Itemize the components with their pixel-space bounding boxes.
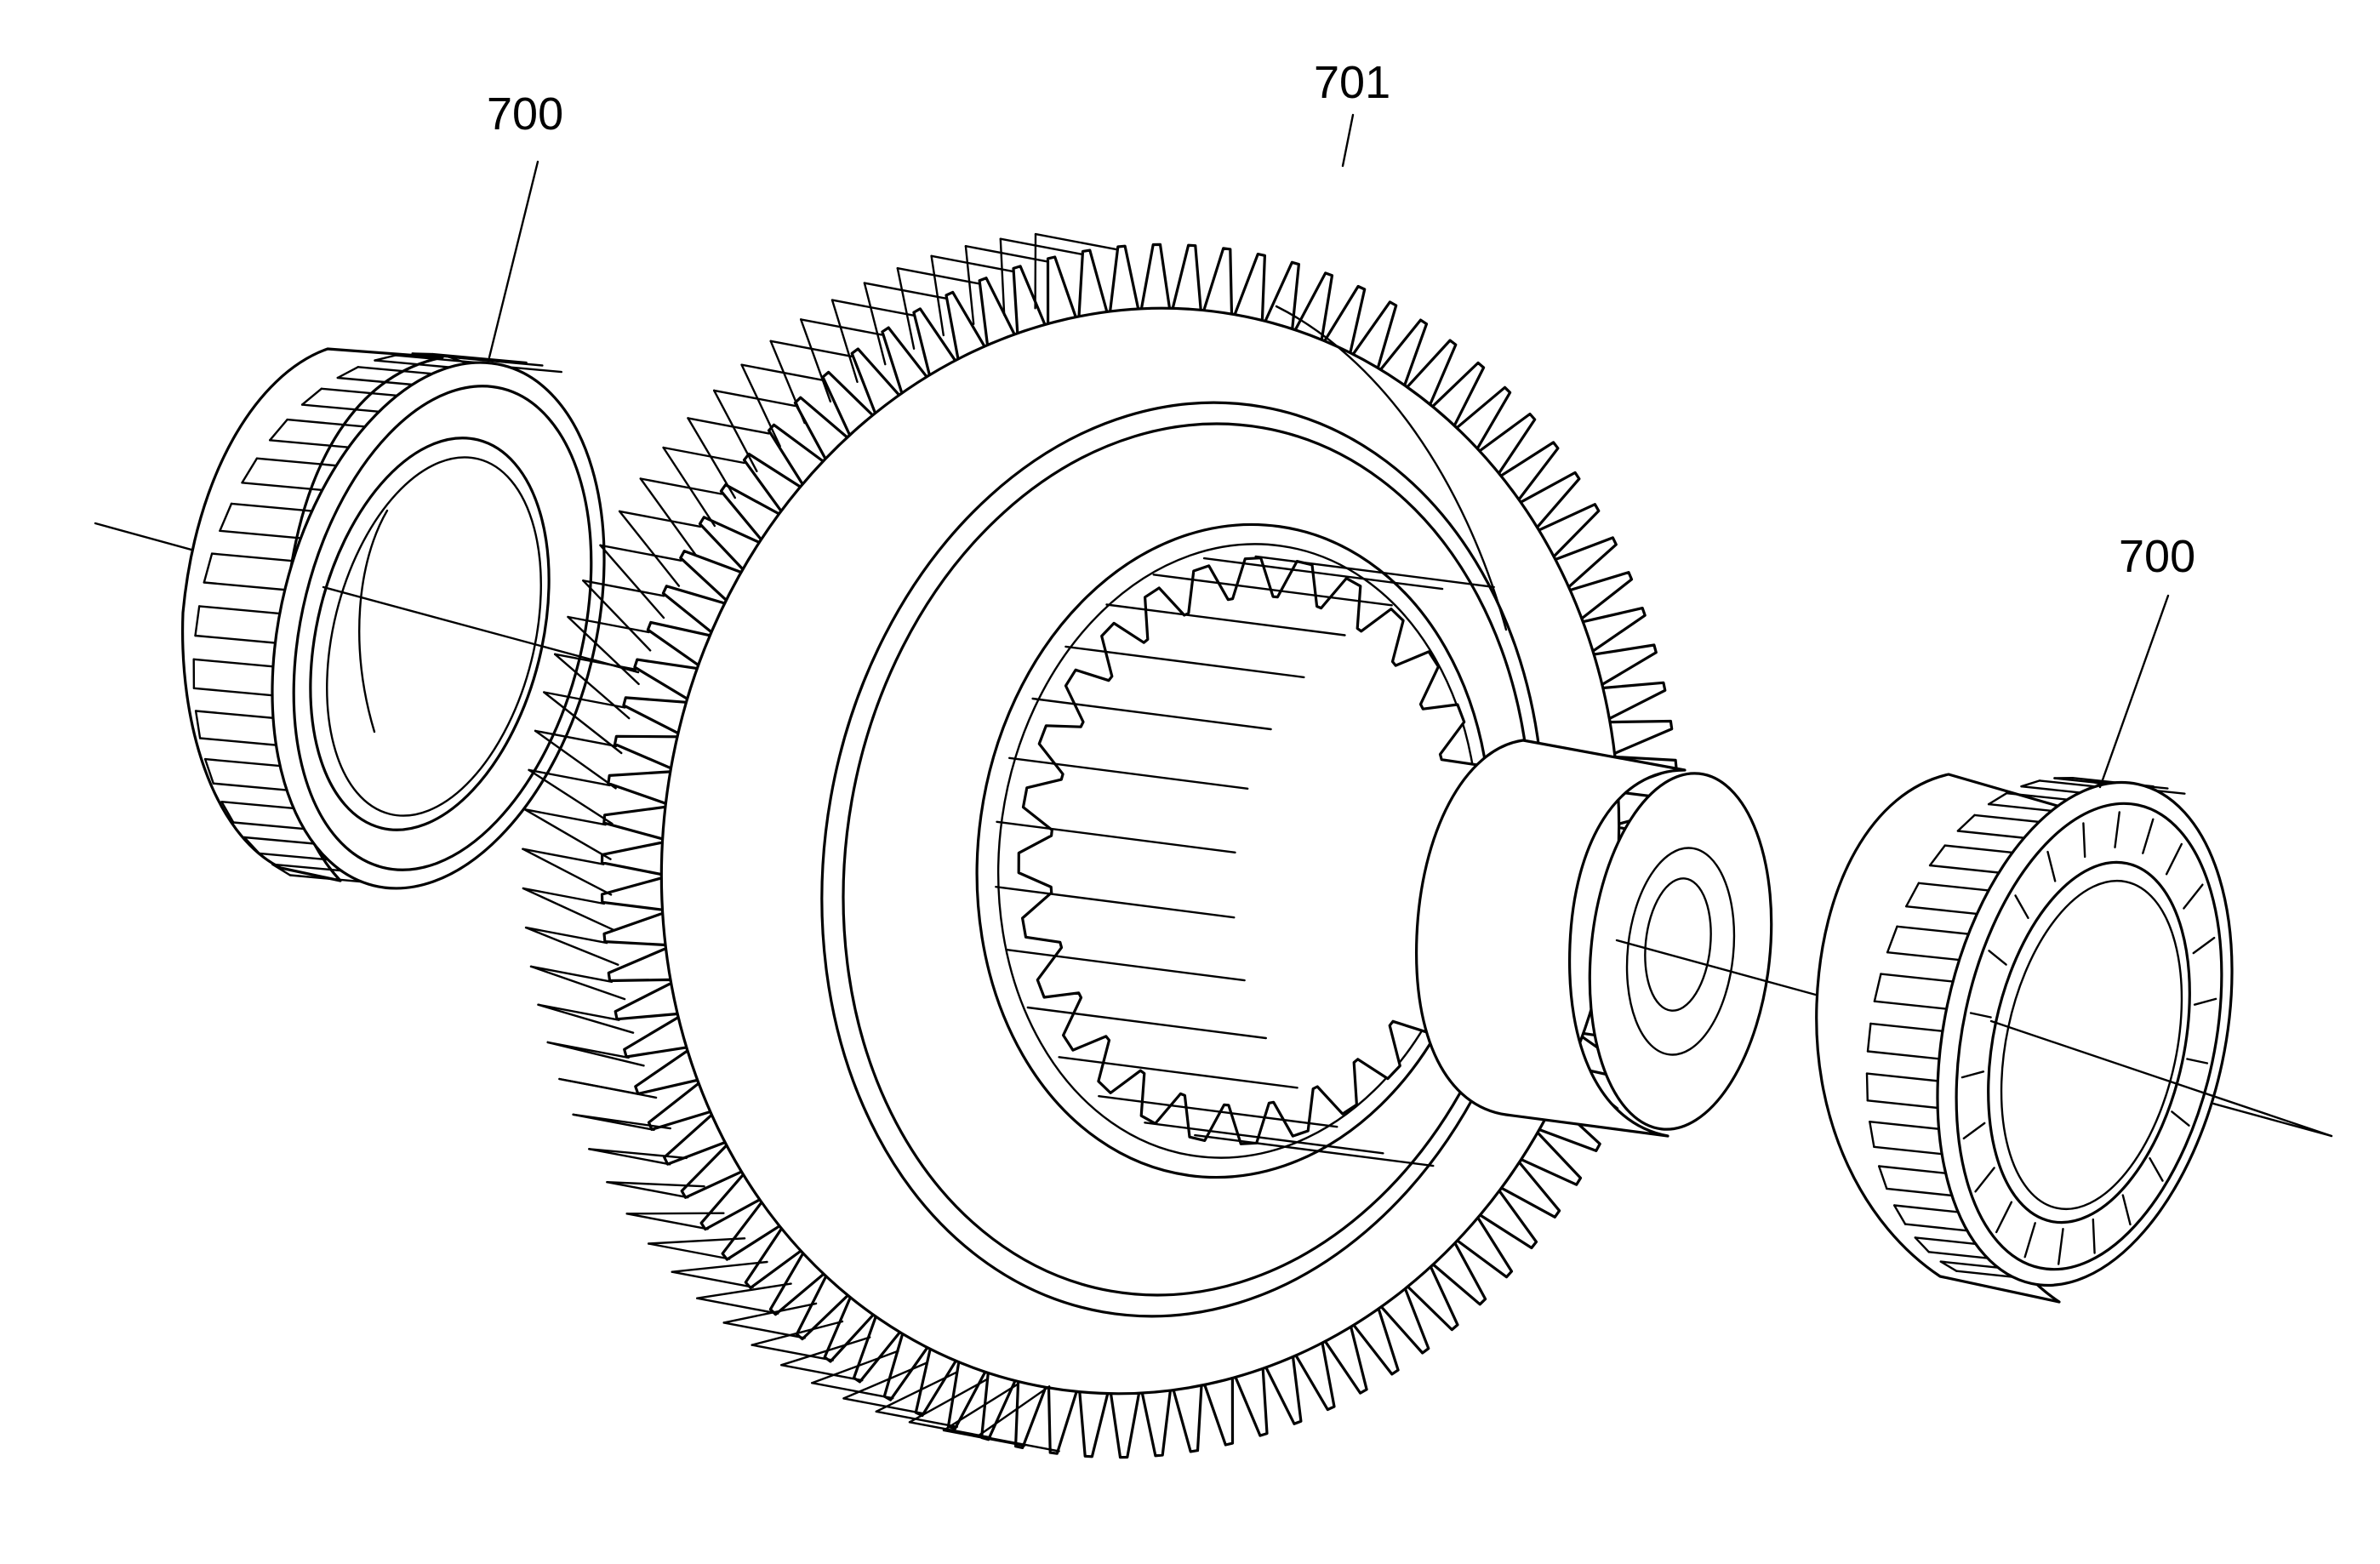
callout-left-bearing: 700 [487,88,563,140]
left-bearing [180,347,640,890]
right-bearing-cage [1961,811,2217,1265]
leader-line-gear [1341,113,1355,168]
leader-line-right-bearing [2098,594,2170,789]
leader-line-left-bearing [488,160,539,359]
gear-helix-lines [522,232,1118,1453]
callout-right-bearing: 700 [2119,531,2195,582]
pinion-teeth [1017,557,1485,1145]
pinion-helix-lines [995,555,1495,1167]
right-bearing-rollers [1865,777,2186,1281]
right-bearing [1815,773,2333,1304]
callout-gear: 701 [1314,57,1390,108]
helical-gear [522,232,1773,1459]
